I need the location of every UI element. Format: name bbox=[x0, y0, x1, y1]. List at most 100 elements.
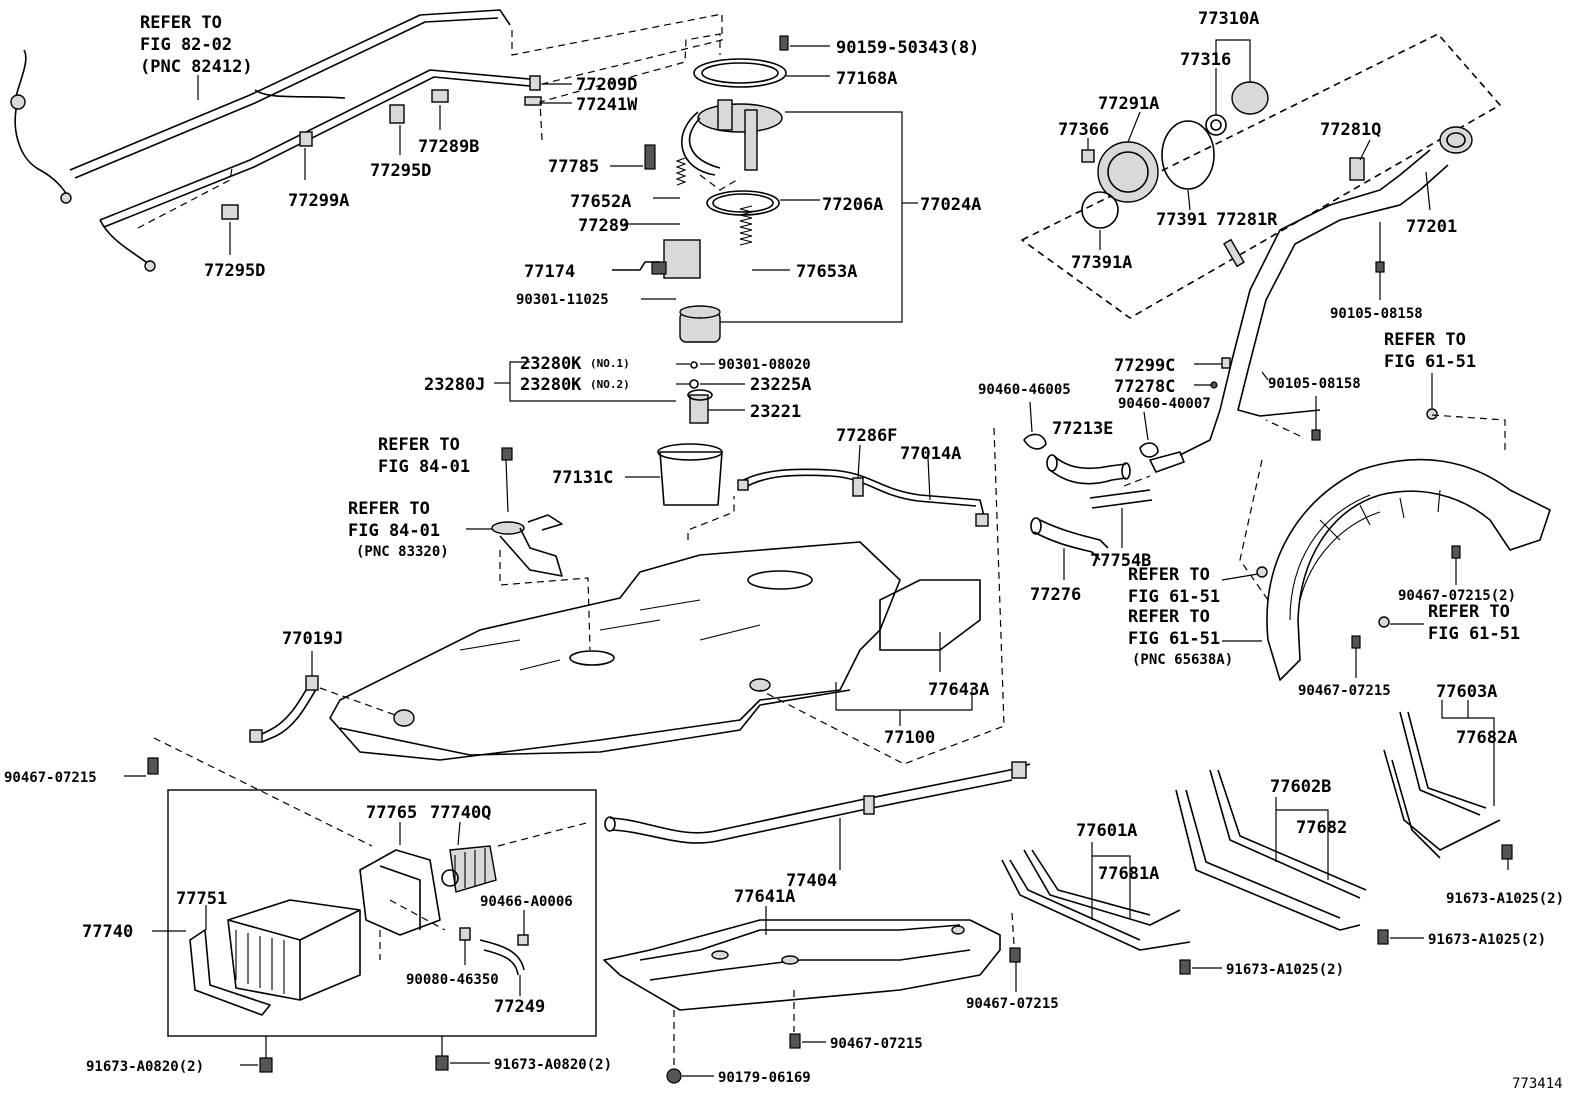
filler-cap-group bbox=[1021, 33, 1501, 319]
part-77289: 77289 bbox=[578, 216, 629, 236]
part-77131C: 77131C bbox=[552, 468, 613, 488]
refer-61-51-b-line2: FIG 61-51 bbox=[1128, 587, 1220, 607]
part-23221: 23221 bbox=[750, 402, 801, 422]
part-77019J: 77019J bbox=[282, 629, 343, 649]
hose-77019J bbox=[249, 675, 319, 743]
underbody-shield bbox=[603, 919, 1001, 1011]
part-77602B: 77602B bbox=[1270, 777, 1331, 797]
part-91673-A1025-2-b: 91673-A1025(2) bbox=[1428, 932, 1546, 948]
part-90301-11025: 90301-11025 bbox=[516, 292, 609, 308]
part-90467-07215-d: 90467-07215 bbox=[830, 1036, 923, 1052]
part-77209D: 77209D bbox=[576, 75, 637, 95]
part-77014A: 77014A bbox=[900, 444, 961, 464]
part-77299A: 77299A bbox=[288, 191, 349, 211]
refer-61-51-b-line1: REFER TO bbox=[1128, 565, 1210, 585]
part-77785: 77785 bbox=[548, 157, 599, 177]
part-23280J: 23280J bbox=[424, 375, 485, 395]
part-90467-07215-b: 90467-07215 bbox=[4, 770, 97, 786]
part-77316: 77316 bbox=[1180, 50, 1231, 70]
part-77754B: 77754B bbox=[1090, 551, 1151, 571]
fuel-tank bbox=[329, 541, 981, 761]
refer-61-51-d-line1: REFER TO bbox=[1428, 602, 1510, 622]
refer-84-01-a-line2: FIG 84-01 bbox=[378, 457, 470, 477]
part-77299C: 77299C bbox=[1114, 356, 1175, 376]
part-90105-08158-b: 90105-08158 bbox=[1268, 376, 1361, 392]
part-77295D-bottom: 77295D bbox=[204, 261, 265, 281]
refer-84-01-a-line1: REFER TO bbox=[378, 435, 460, 455]
part-90467-07215-c: 90467-07215 bbox=[966, 996, 1059, 1012]
part-23280K-no2: 23280K bbox=[520, 375, 582, 395]
label-refer-84-01-b: REFER TO FIG 84-01 (PNC 83320) bbox=[348, 499, 449, 560]
part-77241W: 77241W bbox=[576, 95, 638, 115]
part-77391A: 77391A bbox=[1071, 253, 1132, 273]
refer-61-51-c-line1: REFER TO bbox=[1128, 607, 1210, 627]
part-77652A: 77652A bbox=[570, 192, 631, 212]
refer-61-51-a-line2: FIG 61-51 bbox=[1384, 352, 1476, 372]
refer-84-01-b-line3: (PNC 83320) bbox=[356, 544, 449, 560]
part-77206A: 77206A bbox=[822, 195, 883, 215]
part-77404: 77404 bbox=[786, 871, 837, 891]
part-77641A: 77641A bbox=[734, 887, 795, 907]
part-77278C: 77278C bbox=[1114, 377, 1175, 397]
label-refer-82-02: REFER TO FIG 82-02 (PNC 82412) bbox=[140, 13, 253, 77]
part-90179-06169: 90179-06169 bbox=[718, 1070, 811, 1086]
part-77276: 77276 bbox=[1030, 585, 1081, 605]
part-77740: 77740 bbox=[82, 922, 133, 942]
refer-61-51-d-line2: FIG 61-51 bbox=[1428, 624, 1520, 644]
part-77366: 77366 bbox=[1058, 120, 1109, 140]
part-90159-50343: 90159-50343(8) bbox=[836, 38, 979, 58]
filler-neck-bracket bbox=[466, 447, 591, 651]
part-23280K-no1: 23280K bbox=[520, 354, 582, 374]
charcoal-canister bbox=[189, 845, 497, 1016]
fuel-line-harness bbox=[10, 9, 542, 272]
part-91673-A0820-2-b: 91673-A0820(2) bbox=[494, 1057, 612, 1073]
filler-pipe bbox=[1149, 126, 1473, 473]
part-77751: 77751 bbox=[176, 889, 227, 909]
part-77024A: 77024A bbox=[920, 195, 981, 215]
part-91673-A1025-2-c: 91673-A1025(2) bbox=[1226, 962, 1344, 978]
part-77249: 77249 bbox=[494, 997, 545, 1017]
refer-61-51-c-line2: FIG 61-51 bbox=[1128, 629, 1220, 649]
label-refer-61-51-d: REFER TO FIG 61-51 bbox=[1428, 602, 1520, 644]
filler-hoses bbox=[1023, 433, 1159, 561]
label-refer-84-01-a: REFER TO FIG 84-01 bbox=[378, 435, 470, 477]
part-77286F: 77286F bbox=[836, 426, 897, 446]
part-no1-tag: (NO.1) bbox=[590, 357, 630, 370]
part-77653A: 77653A bbox=[796, 262, 857, 282]
refer-61-51-a-line1: REFER TO bbox=[1384, 330, 1466, 350]
part-77201: 77201 bbox=[1406, 217, 1457, 237]
part-90105-08158-a: 90105-08158 bbox=[1330, 306, 1423, 322]
part-77310A: 77310A bbox=[1198, 9, 1259, 29]
refer-61-51-c-line3: (PNC 65638A) bbox=[1132, 652, 1233, 668]
part-90467-07215-a: 90467-07215 bbox=[1298, 683, 1391, 699]
part-77295D-top: 77295D bbox=[370, 161, 431, 181]
part-91673-A1025-2-a: 91673-A1025(2) bbox=[1446, 891, 1564, 907]
label-refer-61-51-a: REFER TO FIG 61-51 bbox=[1384, 330, 1476, 372]
vent-tube bbox=[737, 468, 989, 527]
part-77601A: 77601A bbox=[1076, 821, 1137, 841]
part-77643A: 77643A bbox=[928, 680, 989, 700]
part-77100: 77100 bbox=[884, 728, 935, 748]
part-90080-46350: 90080-46350 bbox=[406, 972, 499, 988]
fuel-pump-assembly bbox=[612, 35, 789, 506]
part-90460-46005: 90460-46005 bbox=[978, 382, 1071, 398]
part-77289B: 77289B bbox=[418, 137, 479, 157]
canister-detail-box bbox=[167, 789, 597, 1037]
part-90460-40007: 90460-40007 bbox=[1118, 396, 1211, 412]
refer-82-02-line1: REFER TO bbox=[140, 13, 222, 33]
part-23225A: 23225A bbox=[750, 375, 811, 395]
part-77174: 77174 bbox=[524, 262, 575, 282]
part-77168A: 77168A bbox=[836, 69, 897, 89]
part-77213E: 77213E bbox=[1052, 419, 1113, 439]
part-77682: 77682 bbox=[1296, 818, 1347, 838]
tank-straps-right bbox=[1001, 711, 1501, 951]
label-refer-61-51-b: REFER TO FIG 61-51 bbox=[1128, 565, 1220, 607]
part-77765: 77765 bbox=[366, 803, 417, 823]
drawing-number: 773414 bbox=[1512, 1076, 1563, 1092]
refer-84-01-b-line2: FIG 84-01 bbox=[348, 521, 440, 541]
part-90301-08020: 90301-08020 bbox=[718, 357, 811, 373]
fender-liner bbox=[1239, 414, 1551, 681]
part-91673-A0820-2-a: 91673-A0820(2) bbox=[86, 1059, 204, 1075]
part-no2-tag: (NO.2) bbox=[590, 378, 630, 391]
